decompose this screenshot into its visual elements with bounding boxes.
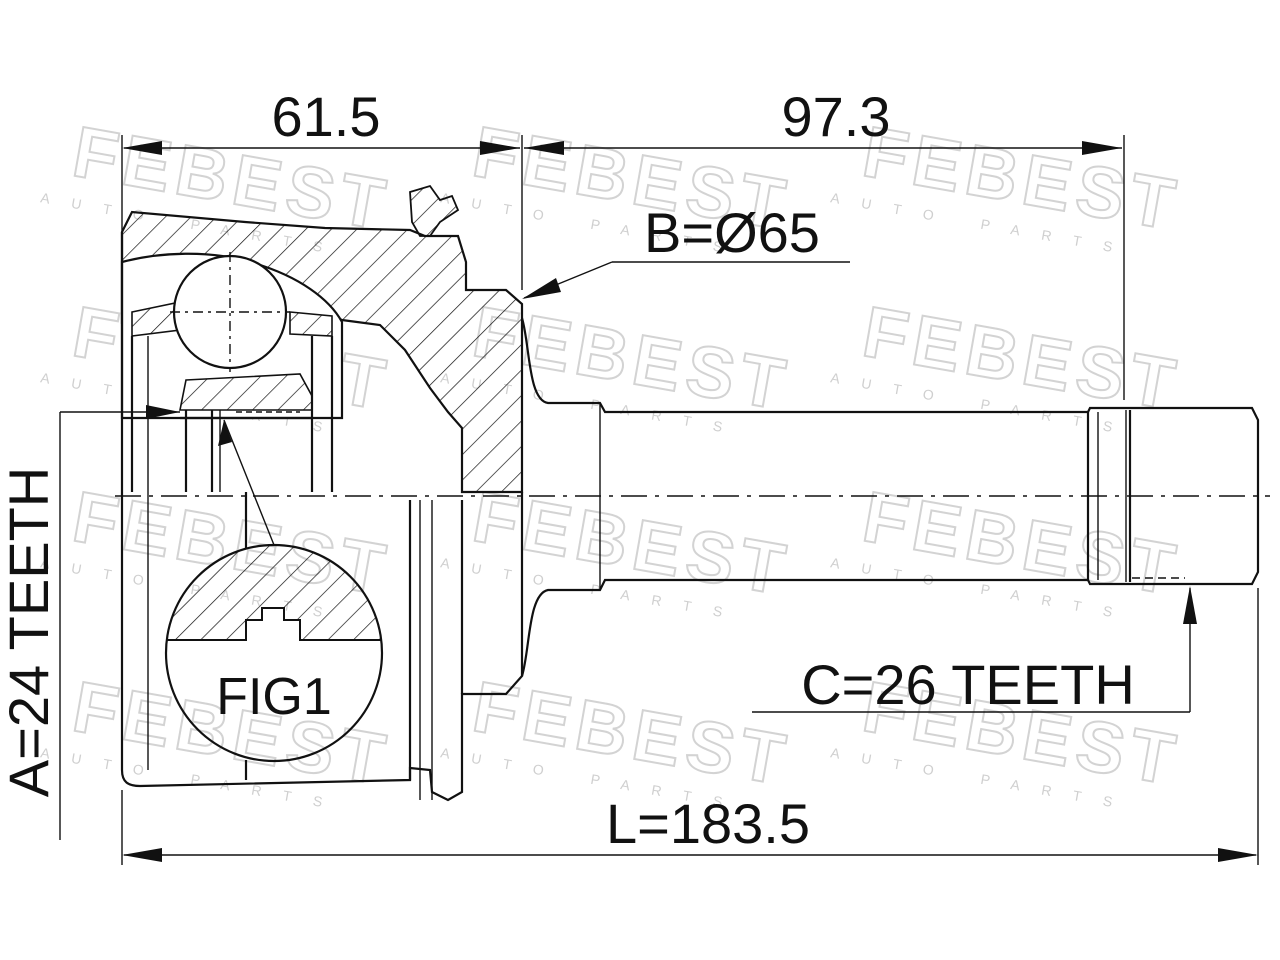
dimensions: 61.5 97.3 B=Ø65 A=24 TEETH C=26 TEETH L=… [0, 85, 1259, 865]
arrowhead [524, 141, 564, 155]
arrowhead [522, 278, 561, 299]
arrowhead [1218, 848, 1258, 862]
dim-shaft-teeth: C=26 TEETH [801, 653, 1135, 716]
shaft-outline [520, 317, 1260, 677]
dim-right-length: 97.3 [782, 85, 891, 148]
fig1-label: FIG1 [216, 668, 332, 726]
dim-outer-teeth: A=24 TEETH [0, 467, 60, 797]
arrowhead [146, 405, 180, 419]
arrowhead [1183, 586, 1197, 624]
fig1-leader [223, 419, 275, 546]
arrowhead [122, 141, 162, 155]
arrowhead [480, 141, 520, 155]
arrowhead [122, 848, 162, 862]
dim-total-length: L=183.5 [606, 792, 810, 855]
inner-race-right [289, 311, 333, 337]
fig1-arrowhead [218, 420, 232, 446]
dim-left-length: 61.5 [272, 85, 381, 148]
joint-exterior-lower [120, 232, 524, 802]
boot-ring [409, 184, 460, 237]
watermark-logo: FEBEST AUTO PARTS [829, 291, 1187, 439]
fig1-detail: FIG1 [164, 419, 384, 763]
arrowhead [1082, 141, 1122, 155]
joint-section-upper [120, 184, 524, 494]
housing-outline [120, 492, 524, 802]
dim-outer-diameter: B=Ø65 [644, 201, 820, 264]
inner-race-hub [179, 373, 313, 411]
fig1-spline-section [166, 545, 382, 641]
